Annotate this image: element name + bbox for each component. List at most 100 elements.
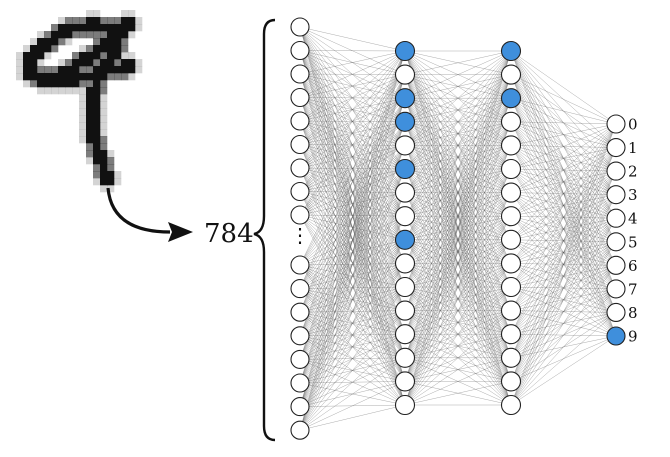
hidden-1-neuron bbox=[394, 347, 416, 368]
connection-line bbox=[299, 357, 406, 431]
digit-pixel bbox=[37, 38, 45, 46]
digit-pixel bbox=[79, 66, 87, 74]
connection-line bbox=[299, 50, 406, 52]
digit-pixel bbox=[114, 38, 122, 46]
digit-pixel bbox=[121, 24, 129, 32]
digit-pixel bbox=[23, 52, 31, 60]
hidden-1-neuron bbox=[394, 300, 416, 321]
connection-line bbox=[299, 310, 406, 431]
digit-pixel bbox=[86, 66, 94, 74]
digit-pixel bbox=[100, 143, 108, 151]
input-neuron bbox=[290, 158, 310, 178]
connection-line bbox=[404, 50, 512, 288]
digit-pixel bbox=[93, 115, 101, 123]
digit-pixel bbox=[30, 80, 38, 88]
input-arrow bbox=[106, 187, 193, 242]
digit-pixel bbox=[79, 115, 87, 123]
digit-pixel bbox=[37, 31, 45, 39]
digit-pixel bbox=[100, 164, 108, 172]
digit-pixel bbox=[30, 52, 38, 60]
digit-pixel bbox=[100, 150, 108, 158]
input-neuron bbox=[290, 134, 310, 155]
digit-pixel bbox=[58, 17, 66, 25]
digit-pixel bbox=[100, 45, 108, 53]
digit-pixel bbox=[58, 73, 66, 81]
connection-line bbox=[404, 50, 512, 75]
connection-line bbox=[510, 123, 617, 170]
digit-pixel bbox=[93, 10, 101, 18]
digit-pixel bbox=[37, 80, 45, 88]
digit-pixel bbox=[114, 52, 122, 60]
input-digit-image bbox=[16, 10, 143, 193]
digit-pixel bbox=[72, 24, 80, 32]
output-neuron bbox=[606, 279, 626, 299]
digit-pixel bbox=[114, 24, 122, 32]
digit-pixel bbox=[93, 94, 101, 102]
digit-pixel bbox=[93, 17, 101, 25]
input-ellipsis: ⋮ bbox=[290, 223, 310, 247]
connection-line bbox=[404, 50, 512, 193]
connection-line bbox=[404, 263, 512, 406]
digit-pixel bbox=[128, 31, 136, 39]
connection-line bbox=[299, 214, 406, 358]
digit-pixel bbox=[93, 87, 101, 95]
input-neuron bbox=[290, 17, 310, 37]
digit-pixel bbox=[37, 66, 45, 74]
hidden-2-neuron bbox=[500, 371, 522, 392]
digit-pixel bbox=[121, 52, 129, 60]
digit-pixel bbox=[44, 38, 52, 46]
digit-pixel bbox=[72, 17, 80, 25]
connection-line bbox=[510, 265, 617, 406]
connection-line bbox=[299, 50, 406, 431]
digit-pixel bbox=[93, 143, 101, 151]
digit-pixel bbox=[51, 80, 59, 88]
digit-pixel bbox=[93, 178, 101, 186]
digit-pixel bbox=[30, 66, 38, 74]
digit-pixel bbox=[93, 73, 101, 81]
hidden-1-neuron bbox=[394, 206, 416, 227]
connection-line bbox=[299, 381, 406, 431]
input-count-label: 784 bbox=[204, 219, 254, 249]
output-neuron bbox=[606, 302, 626, 322]
input-neuron bbox=[290, 40, 310, 61]
connection-line bbox=[510, 123, 617, 311]
input-neuron bbox=[290, 302, 310, 322]
connection-line bbox=[299, 168, 406, 431]
connection-line bbox=[299, 216, 406, 431]
connection-line bbox=[404, 192, 512, 406]
output-neuron bbox=[606, 114, 626, 134]
digit-pixel bbox=[100, 17, 108, 25]
digit-pixel bbox=[58, 66, 66, 74]
hidden-2-neuron bbox=[500, 111, 522, 132]
hidden-1-neuron-active bbox=[394, 40, 416, 62]
digit-pixel bbox=[79, 31, 87, 39]
connection-line bbox=[510, 123, 617, 406]
connection-line bbox=[299, 50, 406, 289]
digit-pixel bbox=[100, 52, 108, 60]
digit-pixel bbox=[128, 52, 136, 60]
digit-pixel bbox=[93, 59, 101, 67]
hidden-1-neuron-active bbox=[394, 111, 416, 132]
connection-line bbox=[404, 98, 512, 406]
hidden-1-neuron-active bbox=[394, 158, 416, 180]
digit-pixel bbox=[65, 17, 73, 25]
digit-pixel bbox=[100, 129, 108, 137]
connection-line bbox=[510, 121, 617, 125]
digit-pixel bbox=[107, 24, 115, 32]
digit-pixel bbox=[86, 10, 94, 18]
digit-pixel bbox=[58, 80, 66, 88]
digit-pixel bbox=[100, 101, 108, 109]
output-label: 0 bbox=[628, 116, 638, 134]
digit-pixel bbox=[93, 150, 101, 158]
digit-pixel bbox=[23, 80, 31, 88]
digit-pixel bbox=[58, 87, 66, 95]
digit-pixel bbox=[44, 45, 52, 53]
digit-pixel bbox=[72, 31, 80, 39]
connection-line bbox=[299, 214, 406, 335]
connection-line bbox=[510, 147, 617, 406]
digit-pixel bbox=[100, 178, 108, 186]
hidden-1-neuron bbox=[394, 394, 416, 416]
connection-line bbox=[404, 50, 512, 122]
digit-pixel bbox=[37, 45, 45, 53]
connection-line bbox=[299, 50, 406, 407]
